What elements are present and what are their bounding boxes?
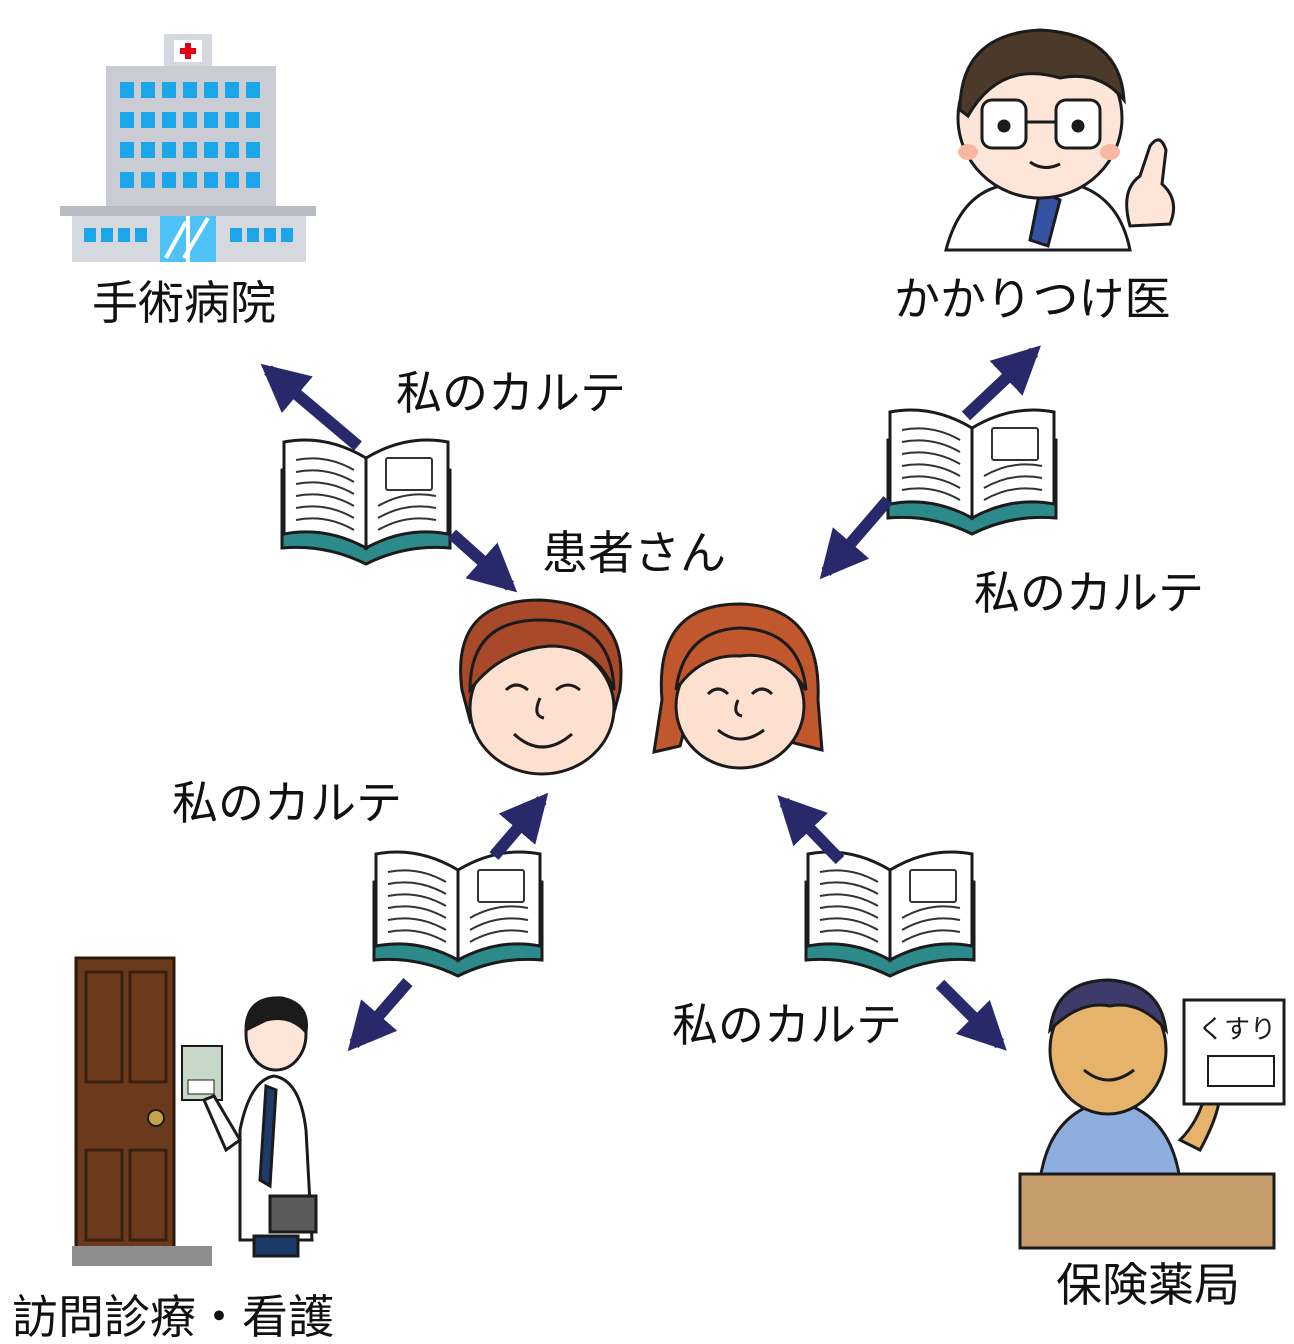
karte-label-bottom-right: 私のカルテ [672, 998, 902, 1052]
pharmacy-sign-text: くすり [1198, 1015, 1276, 1045]
karte-book-top-left [280, 438, 452, 566]
karte-book-bottom-left [372, 850, 544, 978]
arrow-to-home-care [347, 978, 413, 1052]
doctor-pointing-icon [944, 28, 1176, 252]
arrow-to-patient-from-doctor [819, 496, 893, 580]
patient-couple-icon [459, 598, 824, 776]
hospital-building-icon [60, 34, 316, 262]
hospital-label: 手術病院 [92, 276, 276, 330]
arrow-to-patient-from-home-care [489, 792, 549, 860]
patient-label: 患者さん [542, 526, 726, 580]
arrow-to-pharmacy [935, 979, 1007, 1051]
karte-label-top-right: 私のカルテ [974, 566, 1204, 620]
karte-label-top-left: 私のカルテ [396, 366, 626, 420]
arrow-to-patient-from-pharmacy [777, 795, 845, 865]
karte-book-top-right [886, 408, 1058, 536]
pharmacy-label: 保険薬局 [1056, 1258, 1240, 1312]
family-doctor-label: かかりつけ医 [894, 272, 1171, 326]
karte-book-bottom-right [804, 850, 976, 978]
home-care-label: 訪問診療・看護 [12, 1290, 334, 1344]
karte-label-bottom-left: 私のカルテ [172, 776, 402, 830]
arrow-to-family-doctor [961, 345, 1041, 421]
arrow-to-patient-from-hospital [447, 529, 518, 593]
arrow-to-hospital [260, 363, 362, 451]
home-visit-doctor-icon [72, 956, 318, 1266]
pharmacist-icon [1018, 978, 1286, 1250]
